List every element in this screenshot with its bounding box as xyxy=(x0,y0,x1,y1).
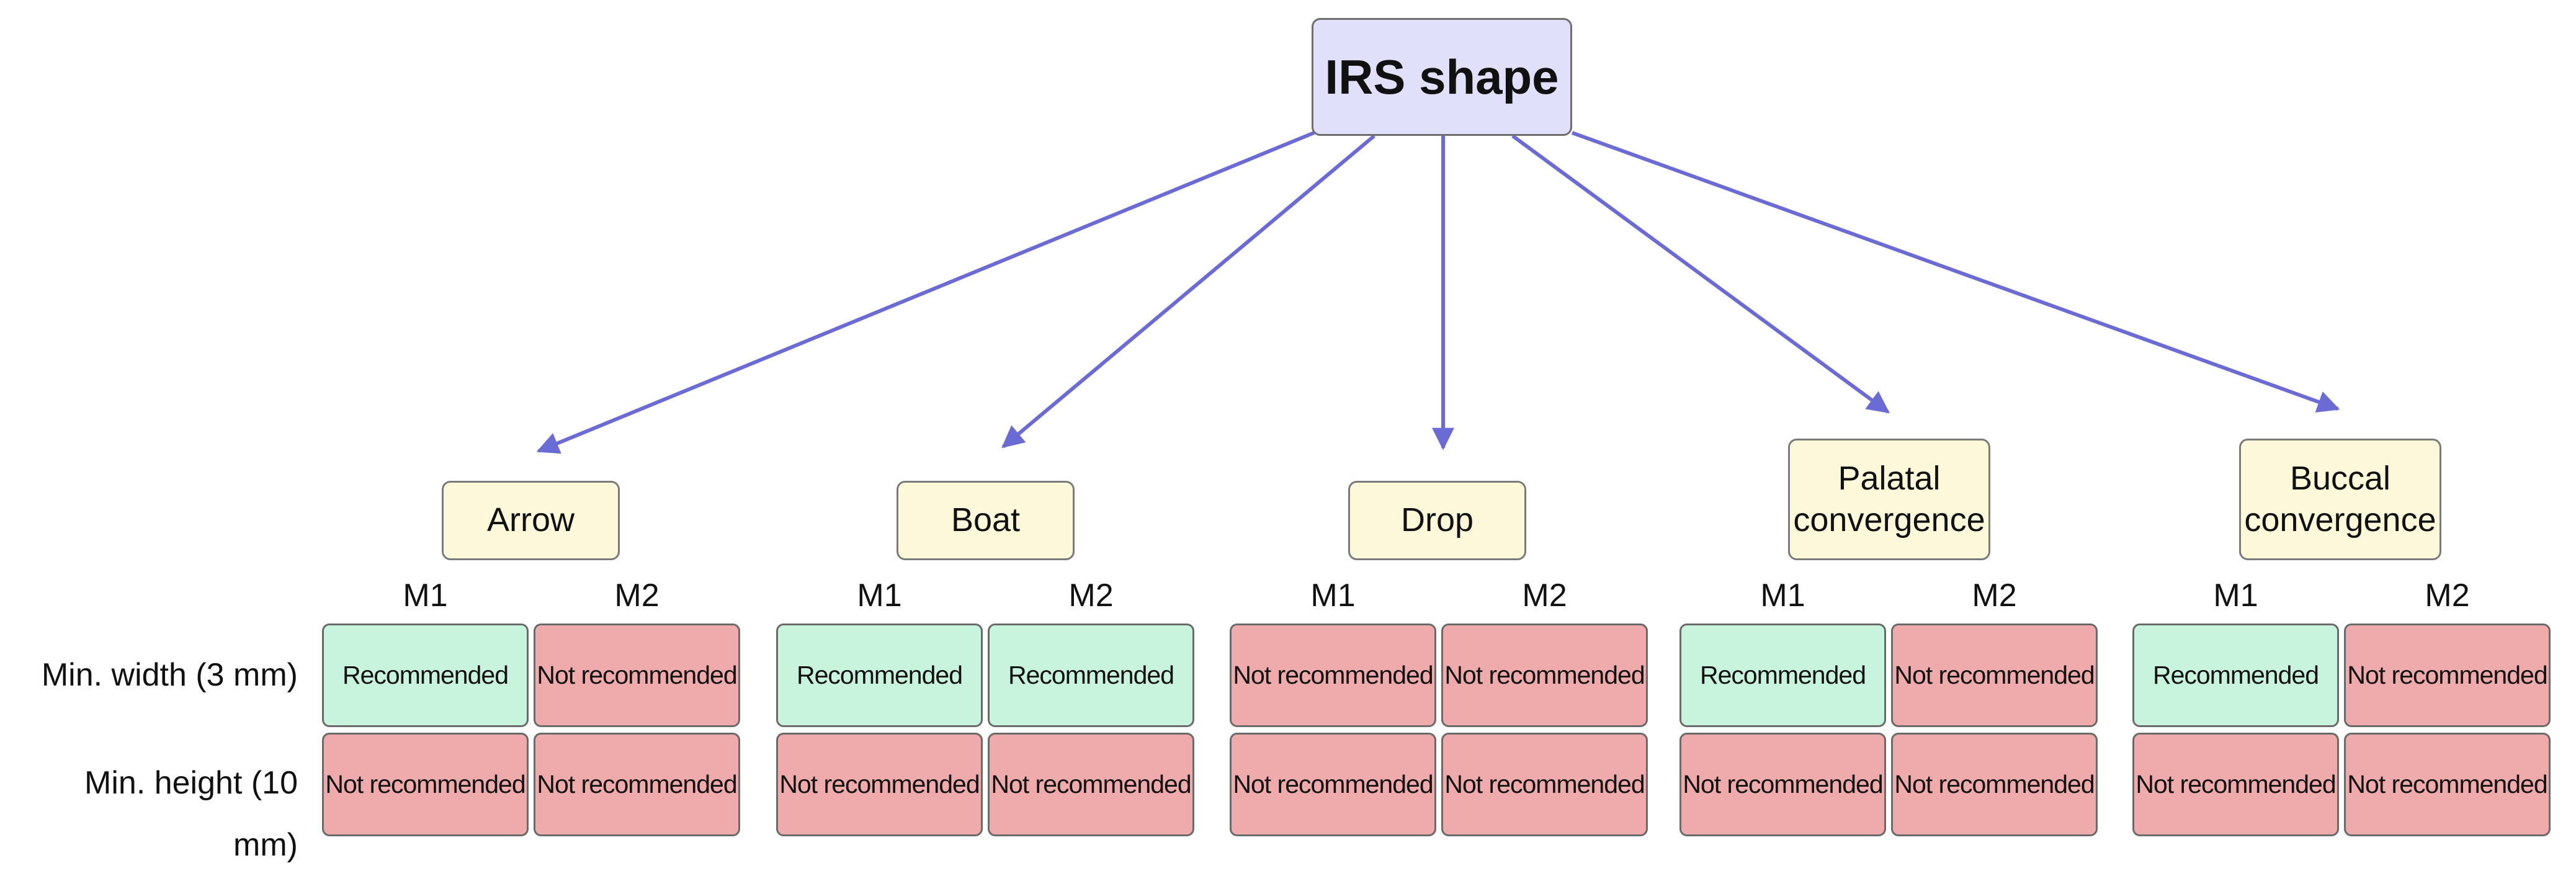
shape-node-label-line: Drop xyxy=(1400,501,1474,539)
recommendation-cell: Not recommended xyxy=(2344,733,2551,836)
column-label-m2: M2 xyxy=(1972,578,2017,614)
row-label-min-height: Min. height (10 mm) xyxy=(84,765,298,863)
arrow-to-buccal-convergence xyxy=(1571,131,2340,413)
recommendation-cell: Not recommended xyxy=(1679,733,1886,836)
column-label-m1: M1 xyxy=(1310,578,1356,614)
arrow-to-arrow xyxy=(536,131,1315,454)
root-node-label: IRS shape xyxy=(1325,49,1559,104)
recommendation-cell: Not recommended xyxy=(1891,733,2098,836)
column-label-m2: M2 xyxy=(1522,578,1567,614)
shape-node-label-line: convergence xyxy=(1793,501,1985,539)
connector-arrows xyxy=(536,131,2340,454)
shape-node-label: Drop xyxy=(1401,499,1474,542)
recommendation-cell: Recommended xyxy=(322,623,529,727)
shape-node-label: Buccal convergence xyxy=(2244,458,2436,542)
recommendation-cell: Not recommended xyxy=(534,733,740,836)
shape-node-label: Palatal convergence xyxy=(1793,458,1985,542)
shape-node-label-line: Buccal xyxy=(2289,459,2391,497)
row-label-min-width: Min. width (3 mm) xyxy=(41,657,298,693)
shape-node-label: Boat xyxy=(951,499,1020,542)
column-label-m1: M1 xyxy=(403,578,448,614)
column-label-m2: M2 xyxy=(1068,578,1114,614)
recommendation-cell: Not recommended xyxy=(1441,623,1648,727)
recommendation-cell: Not recommended xyxy=(2344,623,2551,727)
shape-node-buccal-convergence: Buccal convergence xyxy=(2239,439,2441,560)
arrow-to-palatal-convergence xyxy=(1511,134,1890,414)
recommendation-cell: Not recommended xyxy=(322,733,529,836)
column-label-m1: M1 xyxy=(1760,578,1805,614)
recommendation-cell: Recommended xyxy=(988,623,1194,727)
recommendation-cell: Not recommended xyxy=(776,733,983,836)
recommendation-cell: Recommended xyxy=(2132,623,2339,727)
shape-node-arrow: Arrow xyxy=(442,481,620,560)
column-label-m2: M2 xyxy=(2425,578,2470,614)
shape-node-label-line: Boat xyxy=(950,501,1021,539)
column-label-m2: M2 xyxy=(614,578,660,614)
column-label-m1: M1 xyxy=(2213,578,2258,614)
column-label-m1: M1 xyxy=(857,578,902,614)
irs-shape-diagram: IRS shape Min. width (3 mm) Min. height … xyxy=(41,18,2551,863)
recommendation-cell: Not recommended xyxy=(1230,623,1436,727)
shape-node-label-line: convergence xyxy=(2244,501,2436,539)
shape-node-label-line: Palatal xyxy=(1838,459,1941,497)
recommendation-cell: Recommended xyxy=(1679,623,1886,727)
recommendation-cell: Not recommended xyxy=(1891,623,2098,727)
shape-node-drop: Drop xyxy=(1348,481,1526,560)
recommendation-cell: Recommended xyxy=(776,623,983,727)
arrow-to-boat xyxy=(1001,134,1375,449)
shape-node-palatal-convergence: Palatal convergence xyxy=(1788,439,1990,560)
shape-node-boat: Boat xyxy=(897,481,1075,560)
shape-node-label: Arrow xyxy=(487,499,575,542)
root-node-irs-shape: IRS shape xyxy=(1312,18,1572,136)
recommendation-cell: Not recommended xyxy=(534,623,740,727)
recommendation-cell: Not recommended xyxy=(1230,733,1436,836)
recommendation-cell: Not recommended xyxy=(1441,733,1648,836)
shape-node-label-line: Arrow xyxy=(486,501,575,539)
recommendation-cell: Not recommended xyxy=(2132,733,2339,836)
recommendation-cell: Not recommended xyxy=(988,733,1194,836)
